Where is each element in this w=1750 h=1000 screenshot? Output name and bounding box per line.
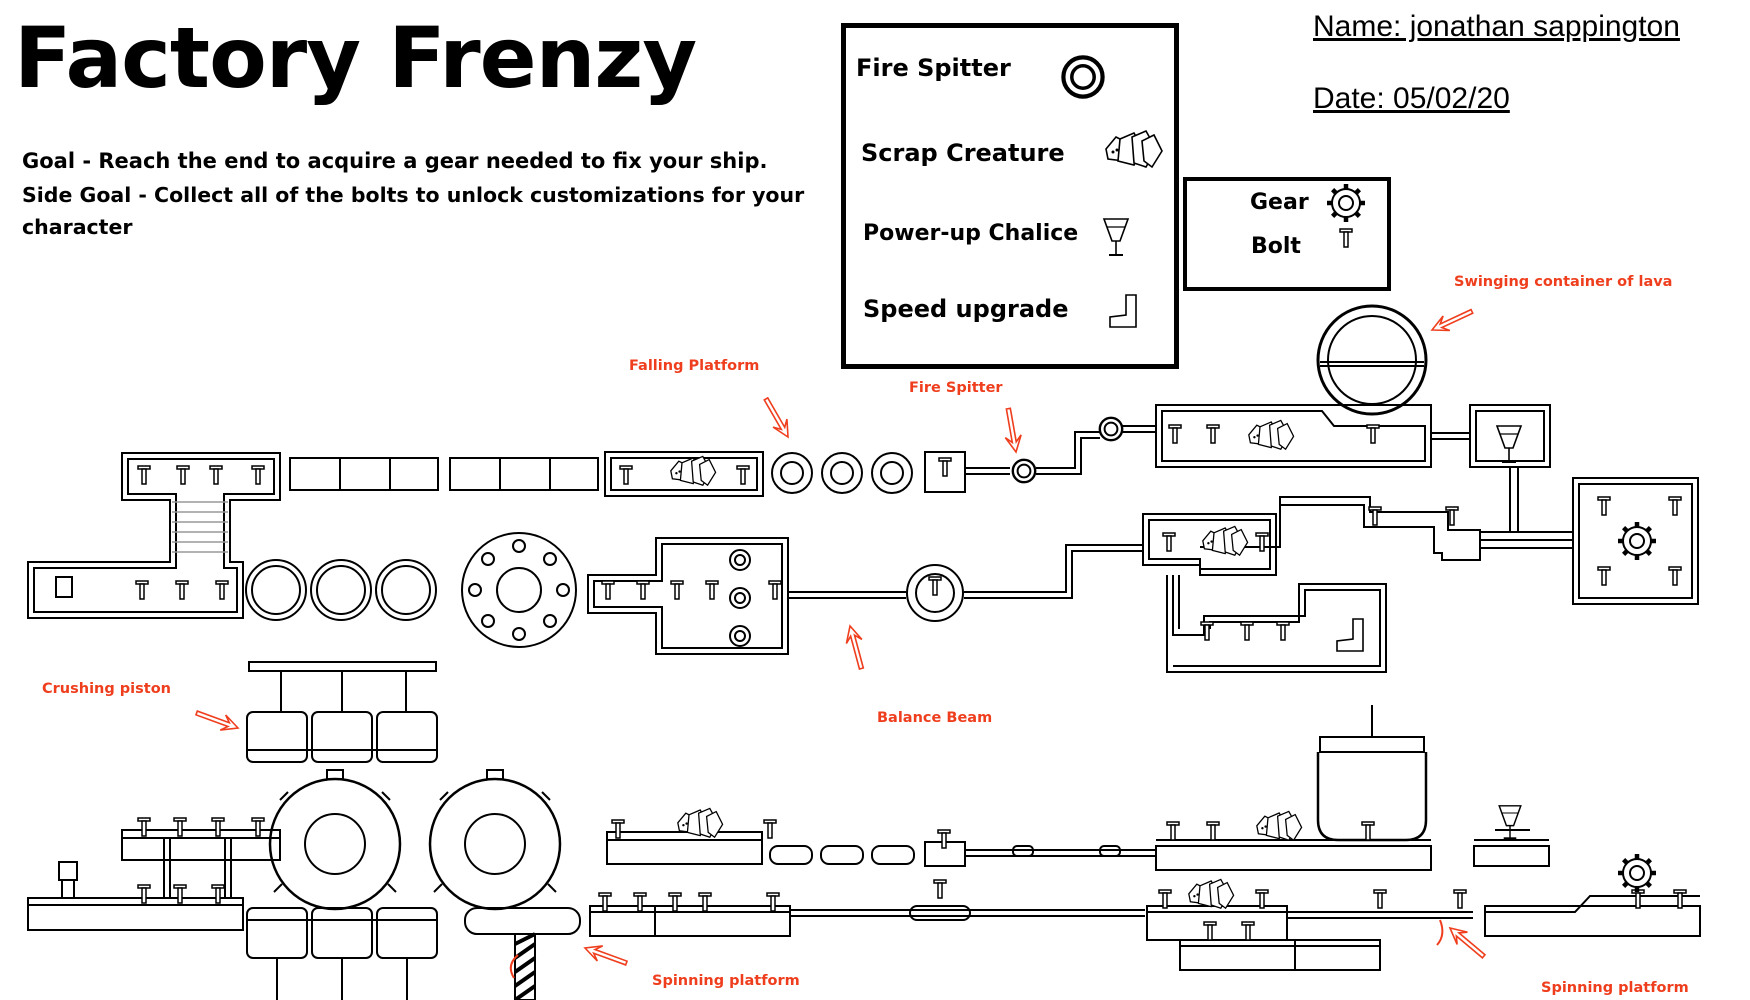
fire-spitter-arrow: [999, 406, 1025, 455]
balance-beam: [788, 591, 906, 599]
balance-beam-arrow: [841, 623, 870, 672]
gear-goal-final: [1618, 854, 1656, 892]
annotation-balance-beam: Balance Beam: [877, 710, 993, 726]
player-marker: [58, 861, 78, 881]
fire-spitter-icon: [1063, 57, 1102, 96]
goal-text: Goal - Reach the end to acquire a gear n…: [22, 149, 768, 173]
scrap-creature: [1248, 419, 1295, 450]
level-title: Factory Frenzy: [14, 9, 697, 107]
piston-3: [376, 711, 438, 763]
middle-room: [587, 537, 789, 655]
spinning-gear-1: [268, 777, 402, 911]
annotation-spinning-platform-2: Spinning platform: [1541, 980, 1689, 996]
annotation-swinging-container: Swinging container of lava: [1454, 274, 1673, 290]
spinning-platform-arrow-2: [1444, 921, 1490, 964]
swinging-container-arrow: [1427, 303, 1477, 339]
annotation-crushing-piston: Crushing piston: [42, 681, 171, 697]
boot-icon: [1109, 294, 1137, 328]
start-room: [27, 452, 281, 619]
scrap-creature-icon: [1105, 130, 1163, 168]
legend-label-bolt: Bolt: [1251, 234, 1301, 259]
scrap-creature: [1188, 878, 1235, 909]
spinning-platform-arrow-1: [581, 939, 630, 972]
lava-container: [1316, 304, 1428, 416]
speed-upgrade: [1336, 618, 1364, 652]
bolt-icon: [1339, 228, 1353, 248]
chalice-icon: [1103, 218, 1129, 256]
scrap-creature: [1202, 525, 1249, 556]
legend-box: [841, 23, 1179, 369]
spinning-gear-2: [428, 777, 562, 911]
legend-label-chalice: Power-up Chalice: [863, 221, 1079, 246]
fire-spitter-hazard: [1011, 458, 1037, 484]
gear-icon: [1327, 184, 1365, 222]
side-goal-text: Side Goal - Collect all of the bolts to …: [22, 183, 805, 239]
annotation-falling-platform: Falling Platform: [629, 358, 760, 374]
falling-platform-row-1: [289, 457, 439, 491]
lava-vat: [1316, 752, 1428, 842]
piston-2: [311, 711, 373, 763]
spinning-platform-1: [464, 907, 581, 935]
scrap-creature: [1256, 810, 1303, 841]
piston-1: [246, 711, 308, 763]
annotation-spinning-platform-1: Spinning platform: [652, 973, 800, 989]
scrap-room-middle: [1142, 513, 1277, 576]
legend-label-speed: Speed upgrade: [863, 295, 1069, 323]
player-start: [55, 576, 73, 598]
power-up-chalice: [1498, 804, 1522, 840]
scrap-platform: [604, 451, 764, 497]
date-label: Date: 05/02/20: [1313, 82, 1510, 115]
annotation-fire-spitter: Fire Spitter: [909, 380, 1003, 396]
gear-goal: [1618, 522, 1656, 560]
scrap-creature: [670, 455, 717, 486]
legend-label-gear: Gear: [1250, 190, 1309, 215]
upper-right-room: [1155, 404, 1432, 468]
legend-box-small: [1183, 177, 1391, 291]
crushing-piston-arrow: [193, 704, 242, 737]
falling-platform-arrow: [758, 394, 796, 442]
rotating-wheel: [461, 532, 577, 648]
falling-platform-row-2: [449, 457, 599, 491]
power-up-chalice: [1496, 425, 1522, 463]
author-name: Name: jonathan sappington: [1313, 10, 1680, 43]
legend-label-scrap-creature: Scrap Creature: [861, 139, 1065, 167]
legend-label-fire-spitter: Fire Spitter: [856, 54, 1011, 82]
